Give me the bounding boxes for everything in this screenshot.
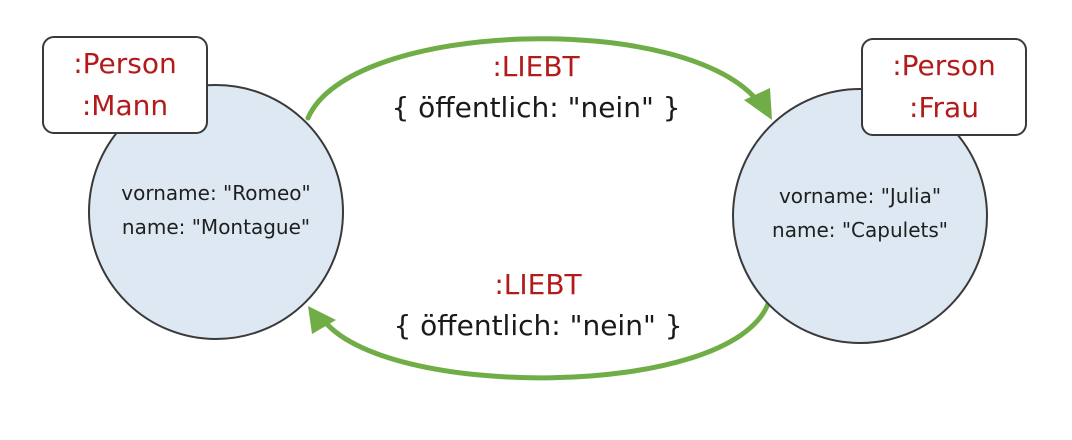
relationship-properties: { öffentlich: "nein" } bbox=[391, 91, 681, 124]
node-julia-property-vorname: vorname: "Julia" bbox=[778, 184, 942, 208]
node-julia-label-person: :Person bbox=[892, 49, 996, 82]
node-romeo-property-vorname: vorname: "Romeo" bbox=[121, 181, 311, 205]
node-romeo-label-mann: :Mann bbox=[81, 89, 169, 122]
node-romeo-label-person: :Person bbox=[73, 47, 177, 80]
arrowhead-to-julia bbox=[744, 88, 772, 120]
relationship-type: :LIEBT bbox=[492, 50, 580, 83]
node-julia-property-name: name: "Capulets" bbox=[772, 218, 948, 242]
relationship-label-julia-to-romeo: :LIEBT { öffentlich: "nein" } bbox=[358, 266, 718, 348]
node-julia-labels: :Person :Frau bbox=[861, 38, 1027, 136]
node-romeo-labels: :Person :Mann bbox=[42, 36, 208, 134]
node-julia-label-frau: :Frau bbox=[909, 91, 979, 124]
relationship-arrow-julia-to-romeo bbox=[319, 301, 771, 381]
arrowhead-to-romeo bbox=[308, 306, 336, 334]
relationship-label-romeo-to-julia: :LIEBT { öffentlich: "nein" } bbox=[356, 48, 716, 130]
relationship-arrow-romeo-to-julia bbox=[305, 36, 763, 121]
relationship-type: :LIEBT bbox=[494, 268, 582, 301]
relationship-properties: { öffentlich: "nein" } bbox=[393, 309, 683, 342]
node-romeo-property-name: name: "Montague" bbox=[121, 215, 311, 239]
